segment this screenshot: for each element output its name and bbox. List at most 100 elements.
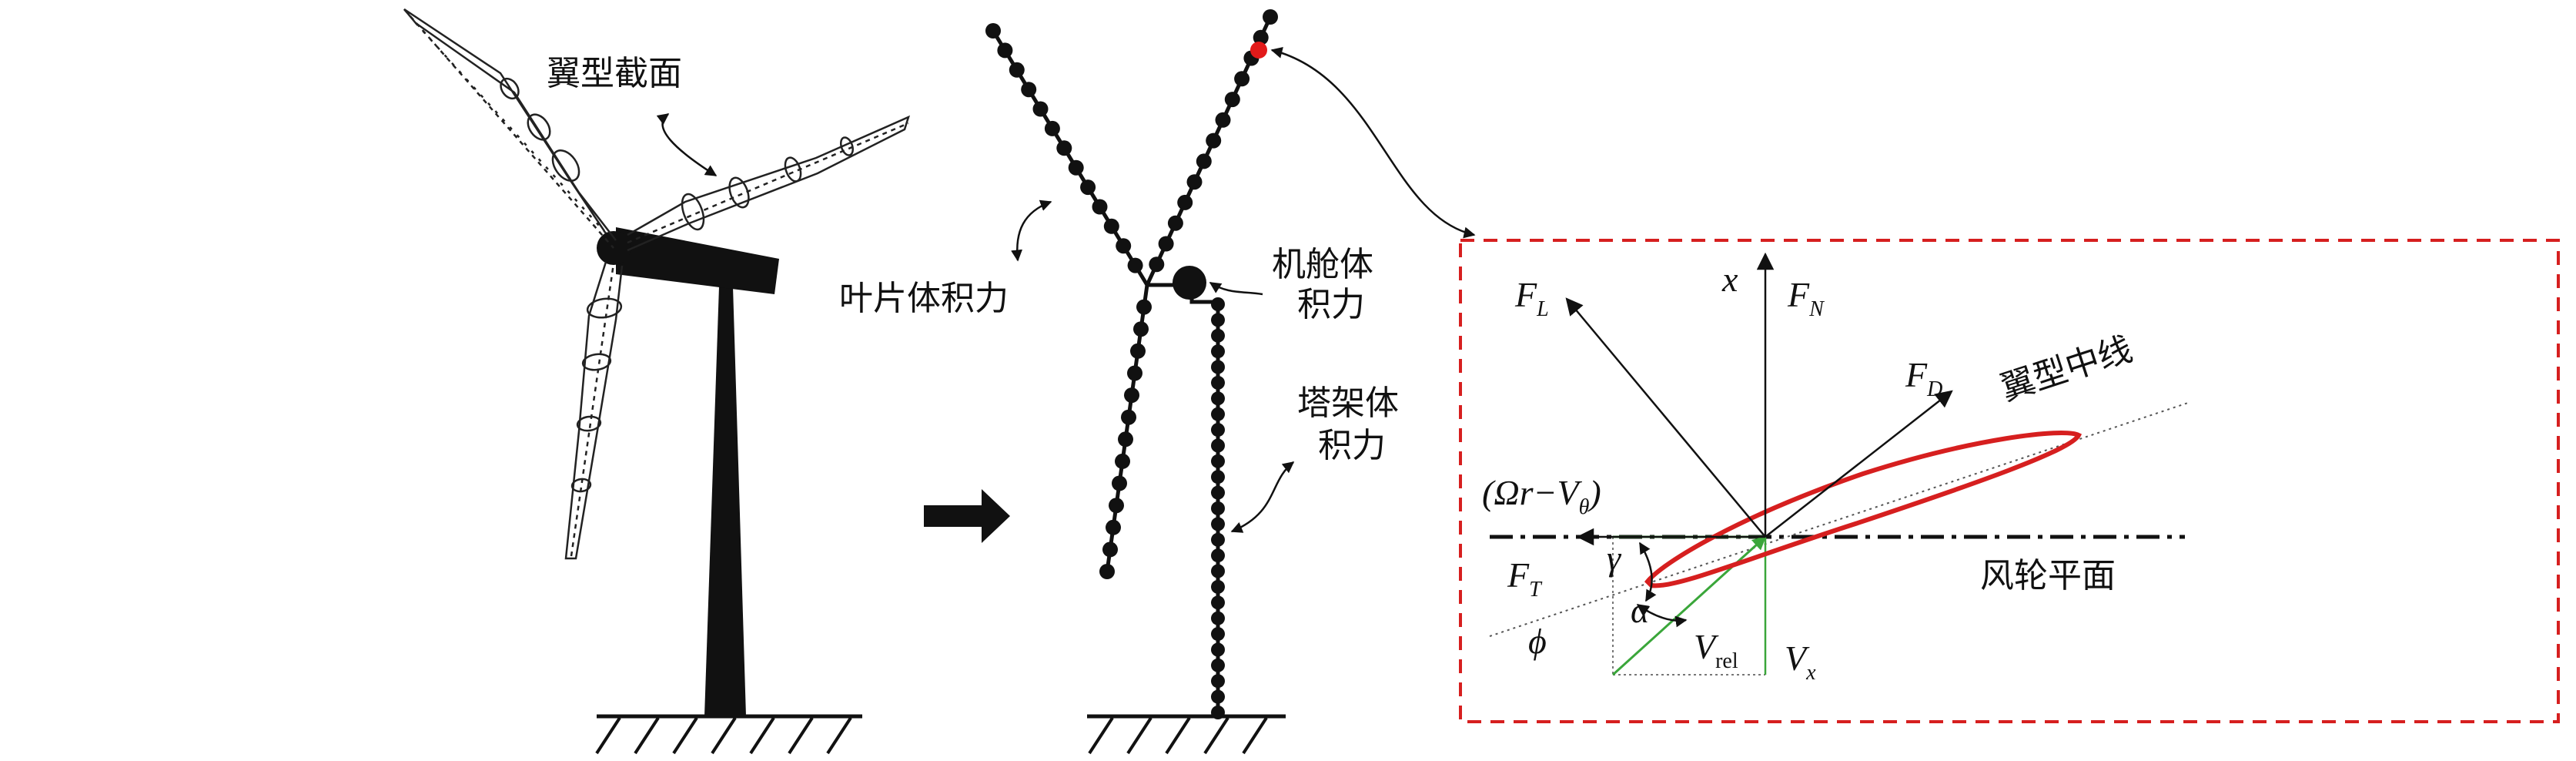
blade-node-left: [1127, 257, 1143, 273]
blade-right: [627, 115, 911, 252]
tower-node: [1211, 706, 1225, 719]
nacelle: [616, 227, 779, 294]
label-phi: ϕ: [1528, 622, 1547, 661]
blade-node-right: [1196, 153, 1212, 169]
label-nacelle-force-line2: 积力: [1297, 285, 1365, 324]
blade-node-right: [1215, 112, 1231, 128]
blade-node-lower: [1121, 409, 1136, 425]
blade-node-right: [1224, 92, 1240, 108]
blade-node-left: [1032, 101, 1049, 117]
blade-node-lower: [1127, 365, 1142, 381]
tower-node: [1211, 611, 1225, 625]
tower-node: [1211, 375, 1225, 390]
vector-FD: [1765, 390, 1953, 538]
label-tower-force-line1: 塔架体: [1297, 384, 1399, 423]
blade-node-lower: [1118, 431, 1133, 448]
blade-node-lower: [1109, 498, 1124, 514]
highlighted-blade-tip-node: [1250, 42, 1267, 59]
blade-node-right: [1186, 174, 1203, 190]
blade-lower: [564, 261, 624, 560]
label-airfoil-section: 翼型截面: [547, 54, 682, 93]
blade-node-left: [1080, 179, 1096, 196]
angle-gamma-arc: [1638, 541, 1657, 602]
label-nacelle-force-line1: 机舱体: [1272, 245, 1373, 284]
tower-node: [1211, 627, 1225, 642]
blade-node-left: [1103, 218, 1119, 234]
tower-node: [1211, 454, 1225, 468]
tower-node: [1211, 674, 1225, 689]
actuator-line-model: 叶片体积力 机舱体 积力 塔架体 积力: [839, 9, 1476, 755]
force-nodes: [985, 9, 1278, 719]
tower-node: [1211, 501, 1225, 515]
tower-node: [1211, 532, 1225, 547]
blade-node-left: [1068, 159, 1084, 176]
label-FL: FL: [1514, 275, 1549, 321]
relative-velocity-vector: [1611, 535, 1767, 676]
blade-node-right: [1158, 236, 1174, 252]
blade-node-right: [1149, 256, 1165, 273]
label-alpha: α: [1631, 591, 1650, 630]
blade-node-left: [1021, 82, 1037, 98]
tower-node: [1211, 438, 1225, 453]
label-FT: FT: [1507, 555, 1543, 602]
label-Vx: Vx: [1785, 639, 1816, 685]
tower-node: [1211, 407, 1225, 421]
tower-node: [1211, 485, 1225, 500]
tower-node: [1211, 517, 1225, 531]
tower: [704, 287, 746, 716]
tower-node: [1211, 658, 1225, 672]
blade-node-right: [1206, 132, 1222, 149]
ground-hatching: [595, 716, 852, 755]
blade-ribs: [500, 77, 855, 493]
tower-node: [1211, 391, 1225, 406]
airfoil-force-detail: x FN FL FD FT (Ωr−Vθ) γ α ϕ Vrel Vx 翼型中线…: [1459, 239, 2560, 723]
label-chord-line: 翼型中线: [1996, 330, 2137, 409]
label-tower-force-line2: 积力: [1318, 426, 1386, 465]
label-gamma: γ: [1607, 538, 1622, 578]
tower-node: [1211, 344, 1225, 359]
label-x-axis: x: [1721, 260, 1738, 299]
tower-node: [1211, 313, 1225, 327]
blade-node-lower: [1106, 519, 1121, 535]
detail-frame: [1459, 239, 2560, 723]
label-FN: FN: [1787, 275, 1825, 321]
pointer-blade-force: [1011, 199, 1052, 262]
blade-node-left: [1044, 120, 1060, 136]
tower-node: [1211, 595, 1225, 610]
tower-node: [1211, 579, 1225, 594]
blade-node-left: [997, 42, 1013, 59]
label-omega-r-minus-vtheta: (Ωr−Vθ): [1482, 473, 1601, 519]
pointer-nacelle-force: [1209, 281, 1263, 296]
blade-node-lower: [1124, 387, 1139, 404]
label-Vrel: Vrel: [1694, 627, 1738, 673]
blade-node-lower: [1099, 564, 1115, 579]
chord-line: [1489, 401, 2191, 637]
tower-node: [1211, 642, 1225, 657]
blade-node-right: [1263, 9, 1278, 25]
ground-hatching-middle: [1088, 716, 1268, 755]
blade-node-right: [1167, 215, 1183, 231]
blade-node-lower: [1130, 343, 1146, 359]
nacelle-node: [1173, 266, 1206, 300]
blade-node-left: [1009, 62, 1025, 78]
tower-node: [1211, 470, 1225, 484]
right-arrow-icon: [924, 489, 1010, 543]
tower-node: [1211, 360, 1225, 374]
blade-node-left: [1056, 140, 1072, 156]
pointer-to-detail: [1270, 47, 1476, 239]
pointer-airfoil-section: [656, 112, 718, 177]
blade-upper: [403, 8, 617, 249]
blade-node-lower: [1136, 299, 1152, 315]
tower-node: [1211, 328, 1225, 343]
blade-node-left: [985, 23, 1001, 39]
blade-node-lower: [1112, 475, 1127, 491]
label-blade-body-force: 叶片体积力: [839, 279, 1009, 318]
tower-node: [1211, 689, 1225, 704]
blade-node-left: [1092, 199, 1108, 215]
blade-node-right: [1253, 29, 1269, 45]
tower-node: [1211, 423, 1225, 437]
blade-node-lower: [1133, 321, 1149, 337]
blade-node-right: [1177, 194, 1193, 210]
blade-node-lower: [1115, 453, 1130, 469]
